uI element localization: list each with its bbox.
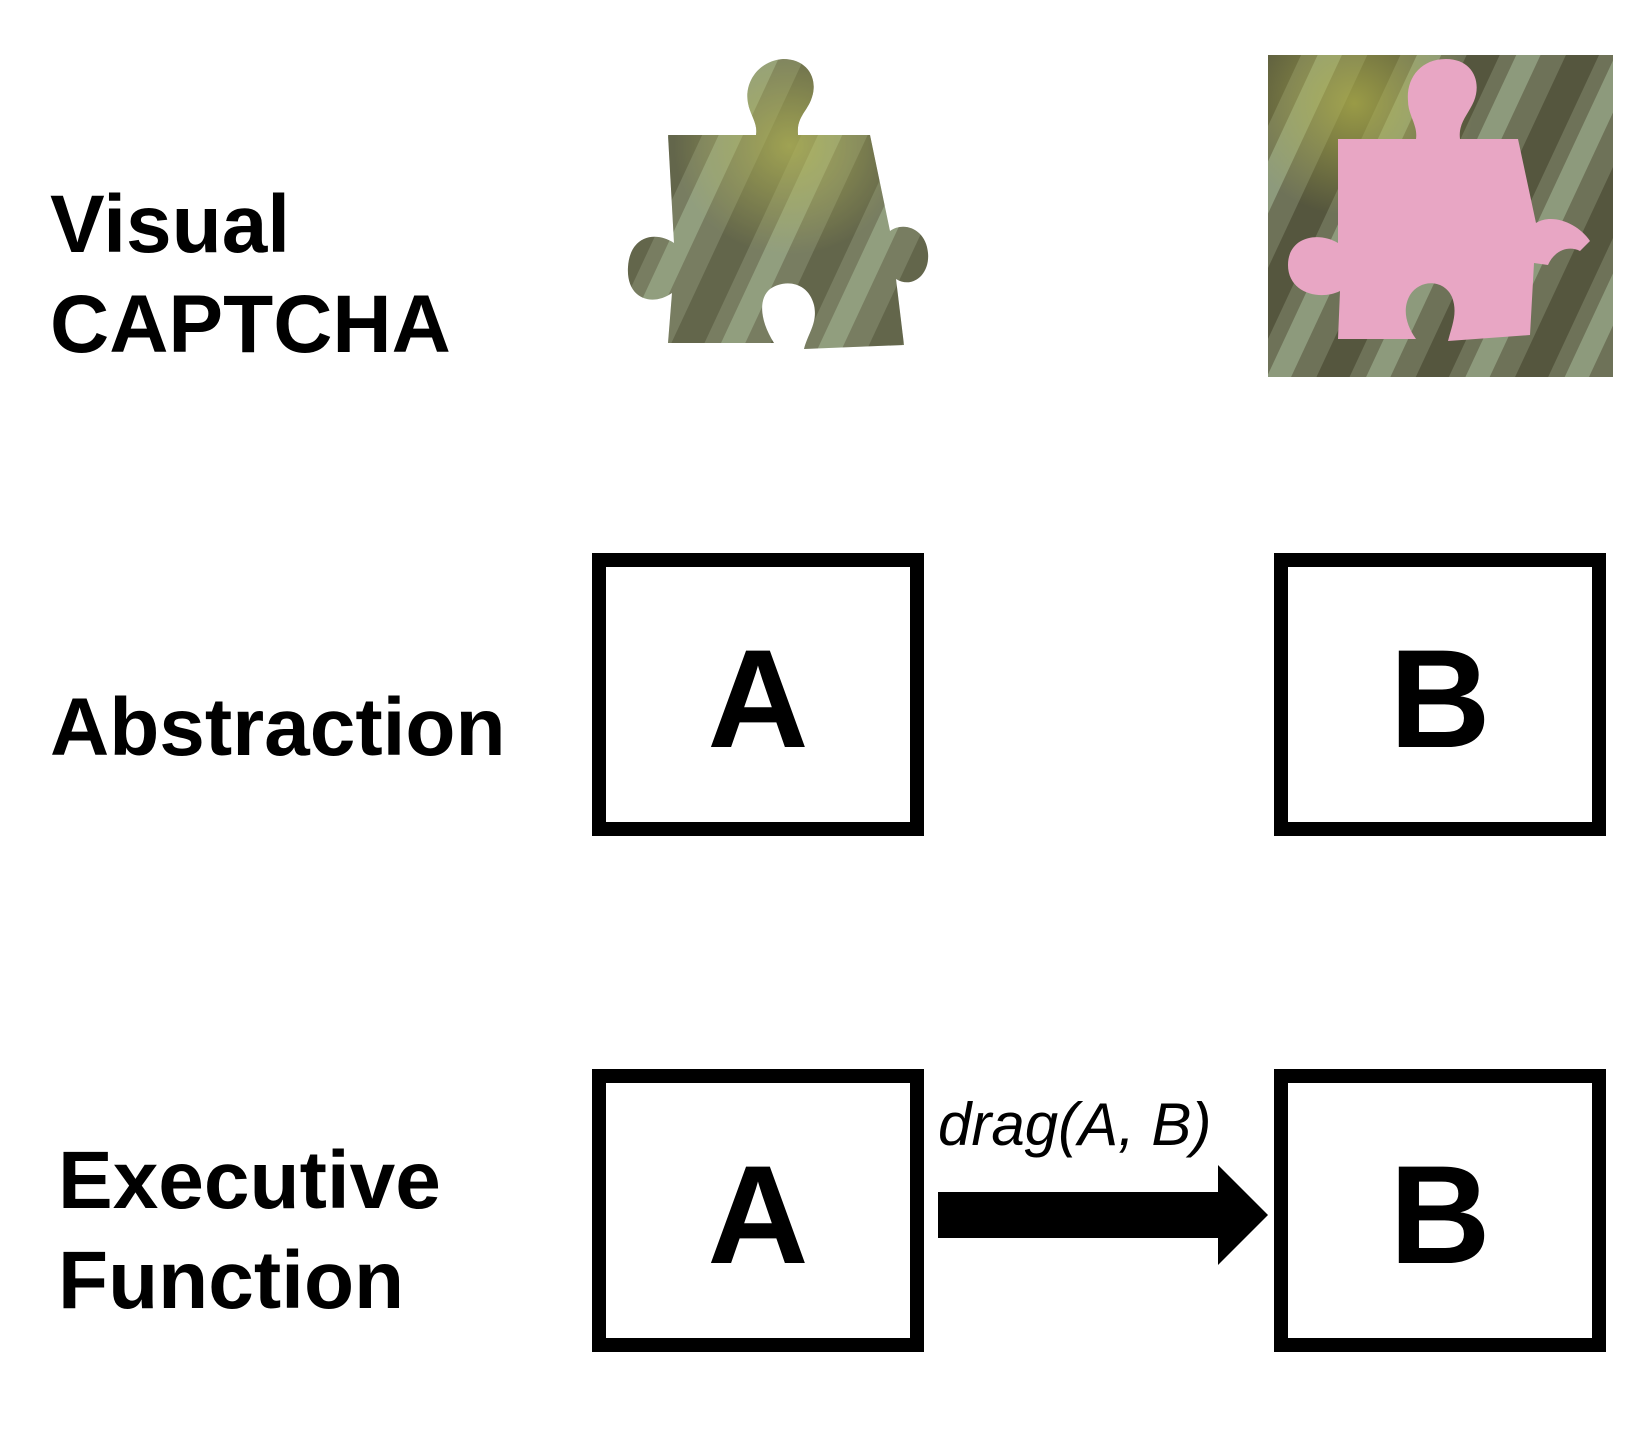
source-box-a[interactable]: A: [592, 553, 924, 836]
box-label-b: B: [1389, 619, 1491, 777]
jigsaw-target-slot-image[interactable]: [1268, 55, 1613, 377]
row-label-abstraction: Abstraction: [50, 678, 506, 778]
row-label-visual-captcha: Visual CAPTCHA: [50, 175, 451, 375]
box-label-b: B: [1389, 1135, 1491, 1293]
row-label-line: Executive: [58, 1135, 441, 1226]
row-label-line: Visual: [50, 179, 291, 270]
source-box-a[interactable]: A: [592, 1069, 924, 1352]
box-label-a: A: [707, 619, 809, 777]
row-label-line: Abstraction: [50, 682, 506, 773]
target-box-b[interactable]: B: [1274, 1069, 1606, 1352]
row-label-line: Function: [58, 1235, 405, 1326]
jigsaw-piece-image[interactable]: [608, 53, 938, 363]
jigsaw-slot-outline: [1288, 59, 1590, 341]
row-label-line: CAPTCHA: [50, 279, 451, 370]
right-arrow-icon: [938, 1165, 1268, 1265]
row-label-executive-function: Executive Function: [58, 1131, 441, 1331]
target-box-b[interactable]: B: [1274, 553, 1606, 836]
drag-action-label: drag(A, B): [938, 1091, 1212, 1158]
box-label-a: A: [707, 1135, 809, 1293]
